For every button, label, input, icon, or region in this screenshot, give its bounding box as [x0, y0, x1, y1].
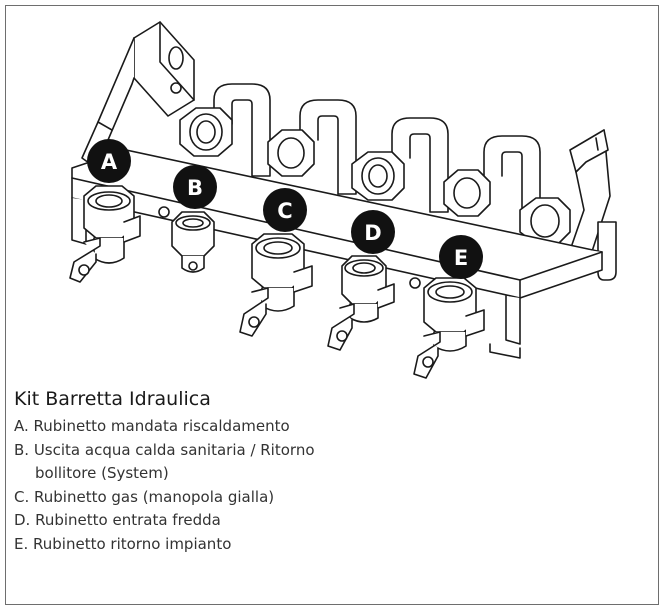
diagram-caption: Kit Barretta Idraulica A. Rubinetto mand… — [14, 386, 634, 556]
marker-c-label: C — [277, 199, 292, 223]
legend-item-b: B. Uscita acqua calda sanitaria / Ritorn… — [14, 439, 634, 486]
legend-item-b-text: B. Uscita acqua calda sanitaria / Ritorn… — [14, 440, 315, 459]
caption-title: Kit Barretta Idraulica — [14, 388, 211, 410]
back-pipes — [179, 83, 617, 281]
left-mounting-bracket — [81, 21, 195, 169]
legend-item-a: A. Rubinetto mandata riscaldamento — [14, 415, 634, 439]
marker-a-label: A — [101, 150, 118, 174]
valve-d — [327, 255, 395, 351]
marker-b: B — [173, 165, 217, 209]
valve-a — [69, 185, 141, 283]
marker-b-label: B — [187, 176, 203, 200]
legend-item-c-text: C. Rubinetto gas (manopola gialla) — [14, 487, 275, 506]
valve-e — [413, 277, 485, 379]
marker-e-label: E — [454, 246, 468, 270]
right-mounting-bracket — [565, 129, 611, 279]
valve-b — [171, 211, 215, 273]
marker-e: E — [439, 235, 483, 279]
legend-item-a-text: A. Rubinetto mandata riscaldamento — [14, 417, 290, 435]
legend-item-c: C. Rubinetto gas (manopola gialla) — [14, 486, 634, 510]
valve-c — [239, 233, 313, 337]
legend-item-e-text: E. Rubinetto ritorno impianto — [14, 534, 232, 553]
legend-item-d: D. Rubinetto entrata fredda — [14, 509, 634, 533]
marker-d: D — [351, 210, 395, 254]
legend-item-d-text: D. Rubinetto entrata fredda — [14, 511, 221, 529]
marker-c: C — [263, 188, 307, 232]
marker-a: A — [87, 139, 131, 183]
legend-item-e: E. Rubinetto ritorno impianto — [14, 533, 634, 557]
legend-list: A. Rubinetto mandata riscaldamento B. Us… — [14, 415, 634, 556]
legend-item-b-continuation: bollitore (System) — [35, 464, 169, 482]
hydraulic-manifold-diagram: A B C D E — [69, 21, 617, 379]
marker-d-label: D — [364, 221, 381, 245]
